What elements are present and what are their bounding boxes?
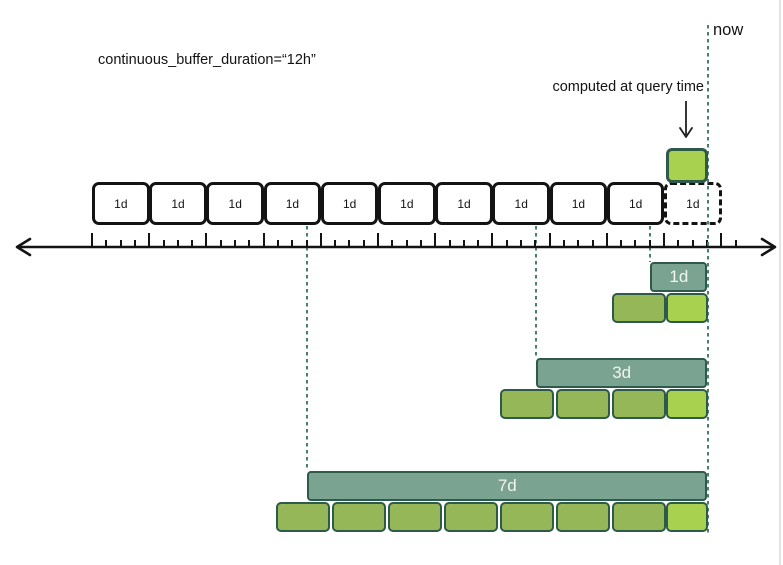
tick-minor [648, 240, 651, 247]
tick-major [262, 233, 265, 247]
tick-minor [391, 240, 394, 247]
tick-minor [276, 240, 279, 247]
window-bar: 7d [307, 471, 708, 501]
precomputed-block [612, 502, 666, 532]
tick-minor [291, 240, 294, 247]
day-box: 1d [378, 182, 436, 225]
tick-major [663, 233, 665, 247]
tick-minor [591, 240, 594, 247]
tick-minor [562, 240, 565, 247]
tick-minor [520, 240, 522, 247]
precomputed-block [556, 389, 610, 419]
tick-minor [620, 240, 623, 247]
day-box-label: 1d [571, 196, 586, 211]
annotation-down-arrow-icon [679, 101, 693, 138]
precomputed-block [500, 389, 554, 419]
buffer-block [666, 293, 708, 323]
buffer-box [666, 148, 708, 183]
tick-minor [577, 240, 580, 247]
axis-left-arrow-icon [15, 237, 32, 257]
day-box-label: 1d [285, 196, 300, 211]
precomputed-block [500, 502, 554, 532]
tick-minor [348, 240, 351, 247]
precomputed-block [612, 293, 666, 323]
day-box: 1d [435, 182, 493, 225]
window-bar: 1d [650, 262, 708, 292]
window-bar-label: 1d [669, 267, 689, 286]
day-box-label: 1d [628, 196, 643, 211]
day-box-label: 1d [686, 196, 700, 211]
now-label: now [713, 21, 744, 39]
tick-minor [405, 240, 408, 247]
now-guide-line [706, 25, 709, 536]
tick-minor [133, 240, 136, 247]
tick-major [434, 233, 437, 247]
tick-minor [734, 240, 737, 247]
tick-minor [534, 240, 537, 247]
day-box: 1d [549, 182, 608, 225]
buffer-block [666, 389, 708, 419]
tick-major [91, 233, 93, 247]
tick-minor [634, 240, 637, 247]
precomputed-block [332, 502, 386, 532]
tick-minor [691, 240, 694, 247]
tick-major [319, 233, 322, 247]
tick-minor [477, 240, 480, 247]
precomputed-block [612, 389, 666, 419]
tick-major [720, 233, 723, 247]
day-box: 1d [149, 182, 207, 225]
window-bar-label: 3d [612, 363, 632, 382]
precomputed-block [444, 502, 498, 532]
day-box-label: 1d [400, 196, 414, 211]
window-bar-label: 7d [497, 476, 517, 495]
tick-minor [162, 240, 165, 247]
tick-minor [248, 240, 251, 247]
tick-major [605, 233, 608, 247]
screenshot-right-edge [779, 0, 781, 565]
window-guide-line [534, 226, 537, 358]
day-box: 1d [206, 182, 265, 225]
day-box-label: 1d [457, 196, 471, 211]
tick-minor [191, 240, 194, 247]
day-box-label: 1d [342, 196, 357, 211]
tick-minor [448, 240, 451, 247]
tick-major [548, 233, 551, 247]
day-box: 1d [92, 182, 150, 225]
tick-major [148, 233, 151, 247]
day-box: 1d [492, 182, 551, 225]
precomputed-block [388, 502, 442, 532]
day-box-label: 1d [171, 196, 185, 211]
tick-minor [334, 240, 337, 247]
tick-major [377, 233, 379, 247]
config-label: continuous_buffer_duration=“12h” [98, 52, 316, 68]
axis-right-arrow-icon [760, 237, 777, 257]
tick-minor [219, 240, 222, 247]
annotation-label: computed at query time [552, 79, 704, 95]
window-guide-line [306, 226, 309, 471]
day-box: 1d [263, 182, 322, 225]
day-box: 1d [320, 182, 379, 225]
precomputed-block [276, 502, 330, 532]
tick-major [491, 233, 494, 247]
tick-major [205, 233, 208, 247]
tick-minor [505, 240, 508, 247]
tick-minor [362, 240, 365, 247]
tick-minor [119, 240, 122, 247]
precomputed-block [556, 502, 610, 532]
tick-minor [462, 240, 465, 247]
tick-minor [176, 240, 179, 247]
day-box-label: 1d [114, 196, 128, 211]
tick-minor [305, 240, 308, 247]
day-box-label: 1d [514, 196, 528, 211]
day-box: 1d [606, 182, 665, 225]
tick-minor [234, 240, 236, 247]
day-box-dashed: 1d [664, 182, 722, 225]
buffer-block [666, 502, 708, 532]
tick-minor [105, 240, 108, 247]
window-bar: 3d [535, 358, 708, 388]
tick-minor [677, 240, 680, 247]
tick-minor [419, 240, 422, 247]
day-box-label: 1d [228, 196, 242, 211]
